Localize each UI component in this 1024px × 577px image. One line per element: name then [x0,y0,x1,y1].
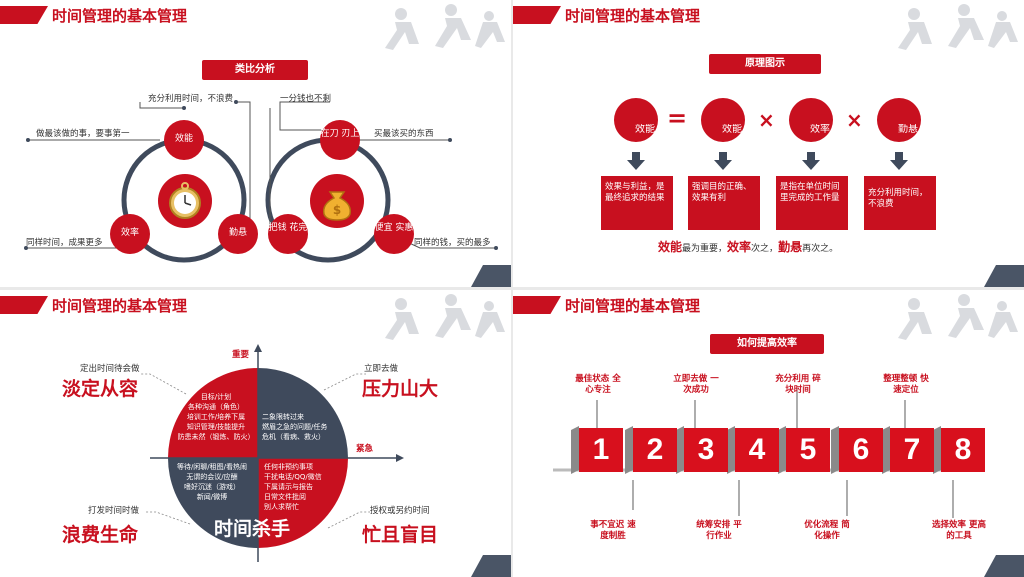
slide-title: 时间管理的基本管理 [565,297,701,315]
corner-accent [984,555,1024,577]
quadrant-important-not-urgent-list: 目标/计划各种沟通（角色）培训工作/培养下属知识管理/技能提升防患未然（锻炼、防… [177,393,255,441]
circle-effectiveness: 效能 [164,120,204,160]
circle-diligence: 勤悬 [218,214,258,254]
q1-title: 定出时间待会做 [80,364,140,374]
header-accent-bar [0,296,48,314]
circle-efficiency: 效率 [789,98,833,142]
quadrant-not-important-not-urgent-list: 等待/闲聊/租图/看热闹无谓的会议/应酬嗜好沉迷（游戏）新闻/微博 [176,463,248,501]
pocket-watch-icon [158,174,212,228]
header-accent-bar [513,296,561,314]
step-number-8: 8 [941,428,985,472]
label-no-penny-left: 一分钱也不剩 [280,94,332,104]
time-killer-label: 时间杀手 [214,518,291,540]
box-efficiency-desc: 是指在单位时间里完成的工作量 [776,176,848,230]
top-label-4: 整理整顿 快速定位 [883,374,929,395]
runners-decoration-icon [898,4,1018,50]
principle-pill: 原理图示 [709,54,821,74]
slide-principle-diagram: 时间管理的基本管理 原理图示 效能 = 效能 × 效率 × 勤悬 效果与利益，是… [513,0,1024,287]
step-number-7: 7 [890,428,934,472]
q2-keyword: 压力山大 [362,378,439,400]
q4-keyword: 忙且盲目 [362,524,439,546]
quadrant-circle [140,344,404,562]
circle-effectiveness-main: 效能 [614,98,658,142]
slide-analogy-analysis: 时间管理的基本管理 类比分析 充分利用时间，不浪费 做最该做的事，要事第一 同样… [0,0,511,287]
times-sign-1: × [758,108,775,132]
label-buy-right: 买最该买的东西 [374,129,434,139]
down-arrows [627,152,908,170]
label-same-time: 同样时间，成果更多 [26,238,103,248]
q2-title: 立即去做 [364,364,399,374]
efficiency-pill: 如何提高效率 [710,334,824,354]
corner-accent [471,265,511,287]
label-full-use: 充分利用时间，不浪费 [148,94,234,104]
bottom-label-3: 优化流程 简化操作 [804,520,850,541]
summary-line: 效能最为重要，效率次之，勤悬再次之。 [658,240,839,254]
q3-keyword: 浪费生命 [62,524,139,546]
slide-time-quadrants: 时间管理的基本管理 重要 紧急 定出时间待会做 淡定从容 立即去做 压力山大 打… [0,290,511,577]
q4-title: 授权或另约时间 [370,506,430,516]
circle-spend-all: 把钱 花完 [268,214,308,254]
slide-title: 时间管理的基本管理 [52,7,188,25]
corner-accent [471,555,511,577]
slide-title: 时间管理的基本管理 [52,297,188,315]
slide-efficiency-steps: 时间管理的基本管理 如何提高效率 [513,290,1024,577]
svg-text:$: $ [333,203,341,217]
top-label-1: 最佳状态 全心专注 [575,374,621,395]
step-number-1: 1 [579,428,623,472]
label-first-things: 做最该做的事，要事第一 [36,129,130,139]
step-number-5: 5 [786,428,830,472]
equals-sign: = [667,104,688,132]
runners-decoration-icon [385,294,505,340]
header-accent-bar [513,6,561,24]
analysis-pill: 类比分析 [202,60,308,80]
step-number-3: 3 [684,428,728,472]
slide-title: 时间管理的基本管理 [565,7,701,25]
quadrant-important-urgent-list: 二象限转过来燃眉之急的问题/任务危机（看病、救火） [262,413,328,441]
q1-keyword: 淡定从容 [62,378,139,400]
step-number-4: 4 [735,428,779,472]
bottom-label-1: 事不宜迟 速度制胜 [590,520,636,541]
header-accent-bar [0,6,48,24]
runners-decoration-icon [898,294,1018,340]
circle-efficiency: 效率 [110,214,150,254]
box-diligence-desc: 充分利用时间，不浪费 [864,176,936,230]
axis-important: 重要 [232,350,250,360]
box-effectiveness-desc: 效果与利益，是最终追求的结果 [601,176,673,230]
label-same-money: 同样的钱，买的最多 [414,238,491,248]
corner-accent [984,265,1024,287]
circle-on-the-edge: 在刀 刃上 [320,120,360,160]
bottom-label-4: 选择效率 更高的工具 [932,520,986,541]
circle-diligence: 勤悬 [877,98,921,142]
top-label-2: 立即去做 一次成功 [673,374,719,395]
money-bag-icon: $ [310,174,364,228]
runners-decoration-icon [385,4,505,50]
bottom-label-2: 统筹安排 平行作业 [696,520,742,541]
circle-effectiveness-factor: 效能 [701,98,745,142]
step-number-6: 6 [839,428,883,472]
q3-title: 打发时间时做 [88,506,140,516]
axis-urgent: 紧急 [356,444,374,454]
step-number-2: 2 [633,428,677,472]
quadrant-urgent-not-important-list: 任何非预约事项干扰电话/QQ/微信下属请示与报告日常文件批阅别人求帮忙 [264,463,322,511]
circle-cheap: 便宜 实惠 [374,214,414,254]
times-sign-2: × [846,108,863,132]
box-effectiveness-factor-desc: 强调目的正确、效果有利 [688,176,760,230]
top-label-3: 充分利用 碎块时间 [775,374,821,395]
